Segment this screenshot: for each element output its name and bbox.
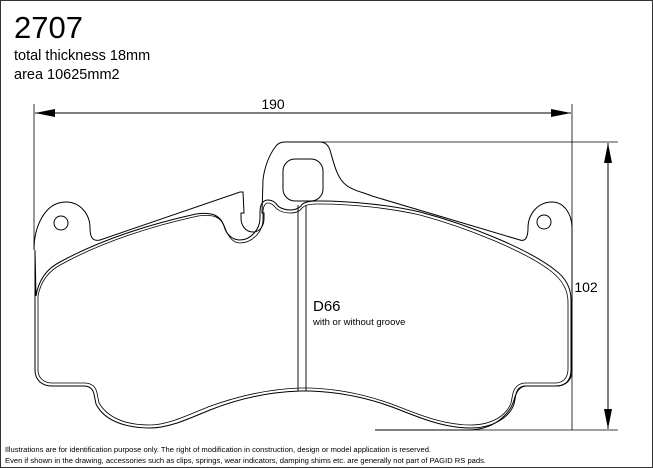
width-dimension-label: 190 — [261, 96, 285, 112]
tab-window — [282, 158, 324, 202]
part-number: 2707 — [14, 10, 83, 45]
height-dimension-label: 102 — [574, 279, 598, 295]
friction-inner-outline — [37, 202, 569, 426]
backing-plate-outline — [33, 141, 573, 431]
disclaimer-line-1: Illustrations are for identification pur… — [5, 445, 432, 454]
width-dimension — [33, 104, 573, 430]
groove — [297, 205, 307, 391]
friction-material-outline — [34, 199, 572, 429]
area-label: area 10625mm2 — [14, 67, 120, 83]
total-thickness-label: total thickness 18mm — [14, 48, 151, 64]
compound-code: D66 — [313, 298, 341, 315]
mounting-hole-right — [536, 214, 552, 230]
compound-note: with or without groove — [313, 317, 406, 328]
disclaimer-line-2: Even if shown in the drawing, accessorie… — [5, 456, 487, 465]
mounting-hole-left — [53, 215, 69, 231]
